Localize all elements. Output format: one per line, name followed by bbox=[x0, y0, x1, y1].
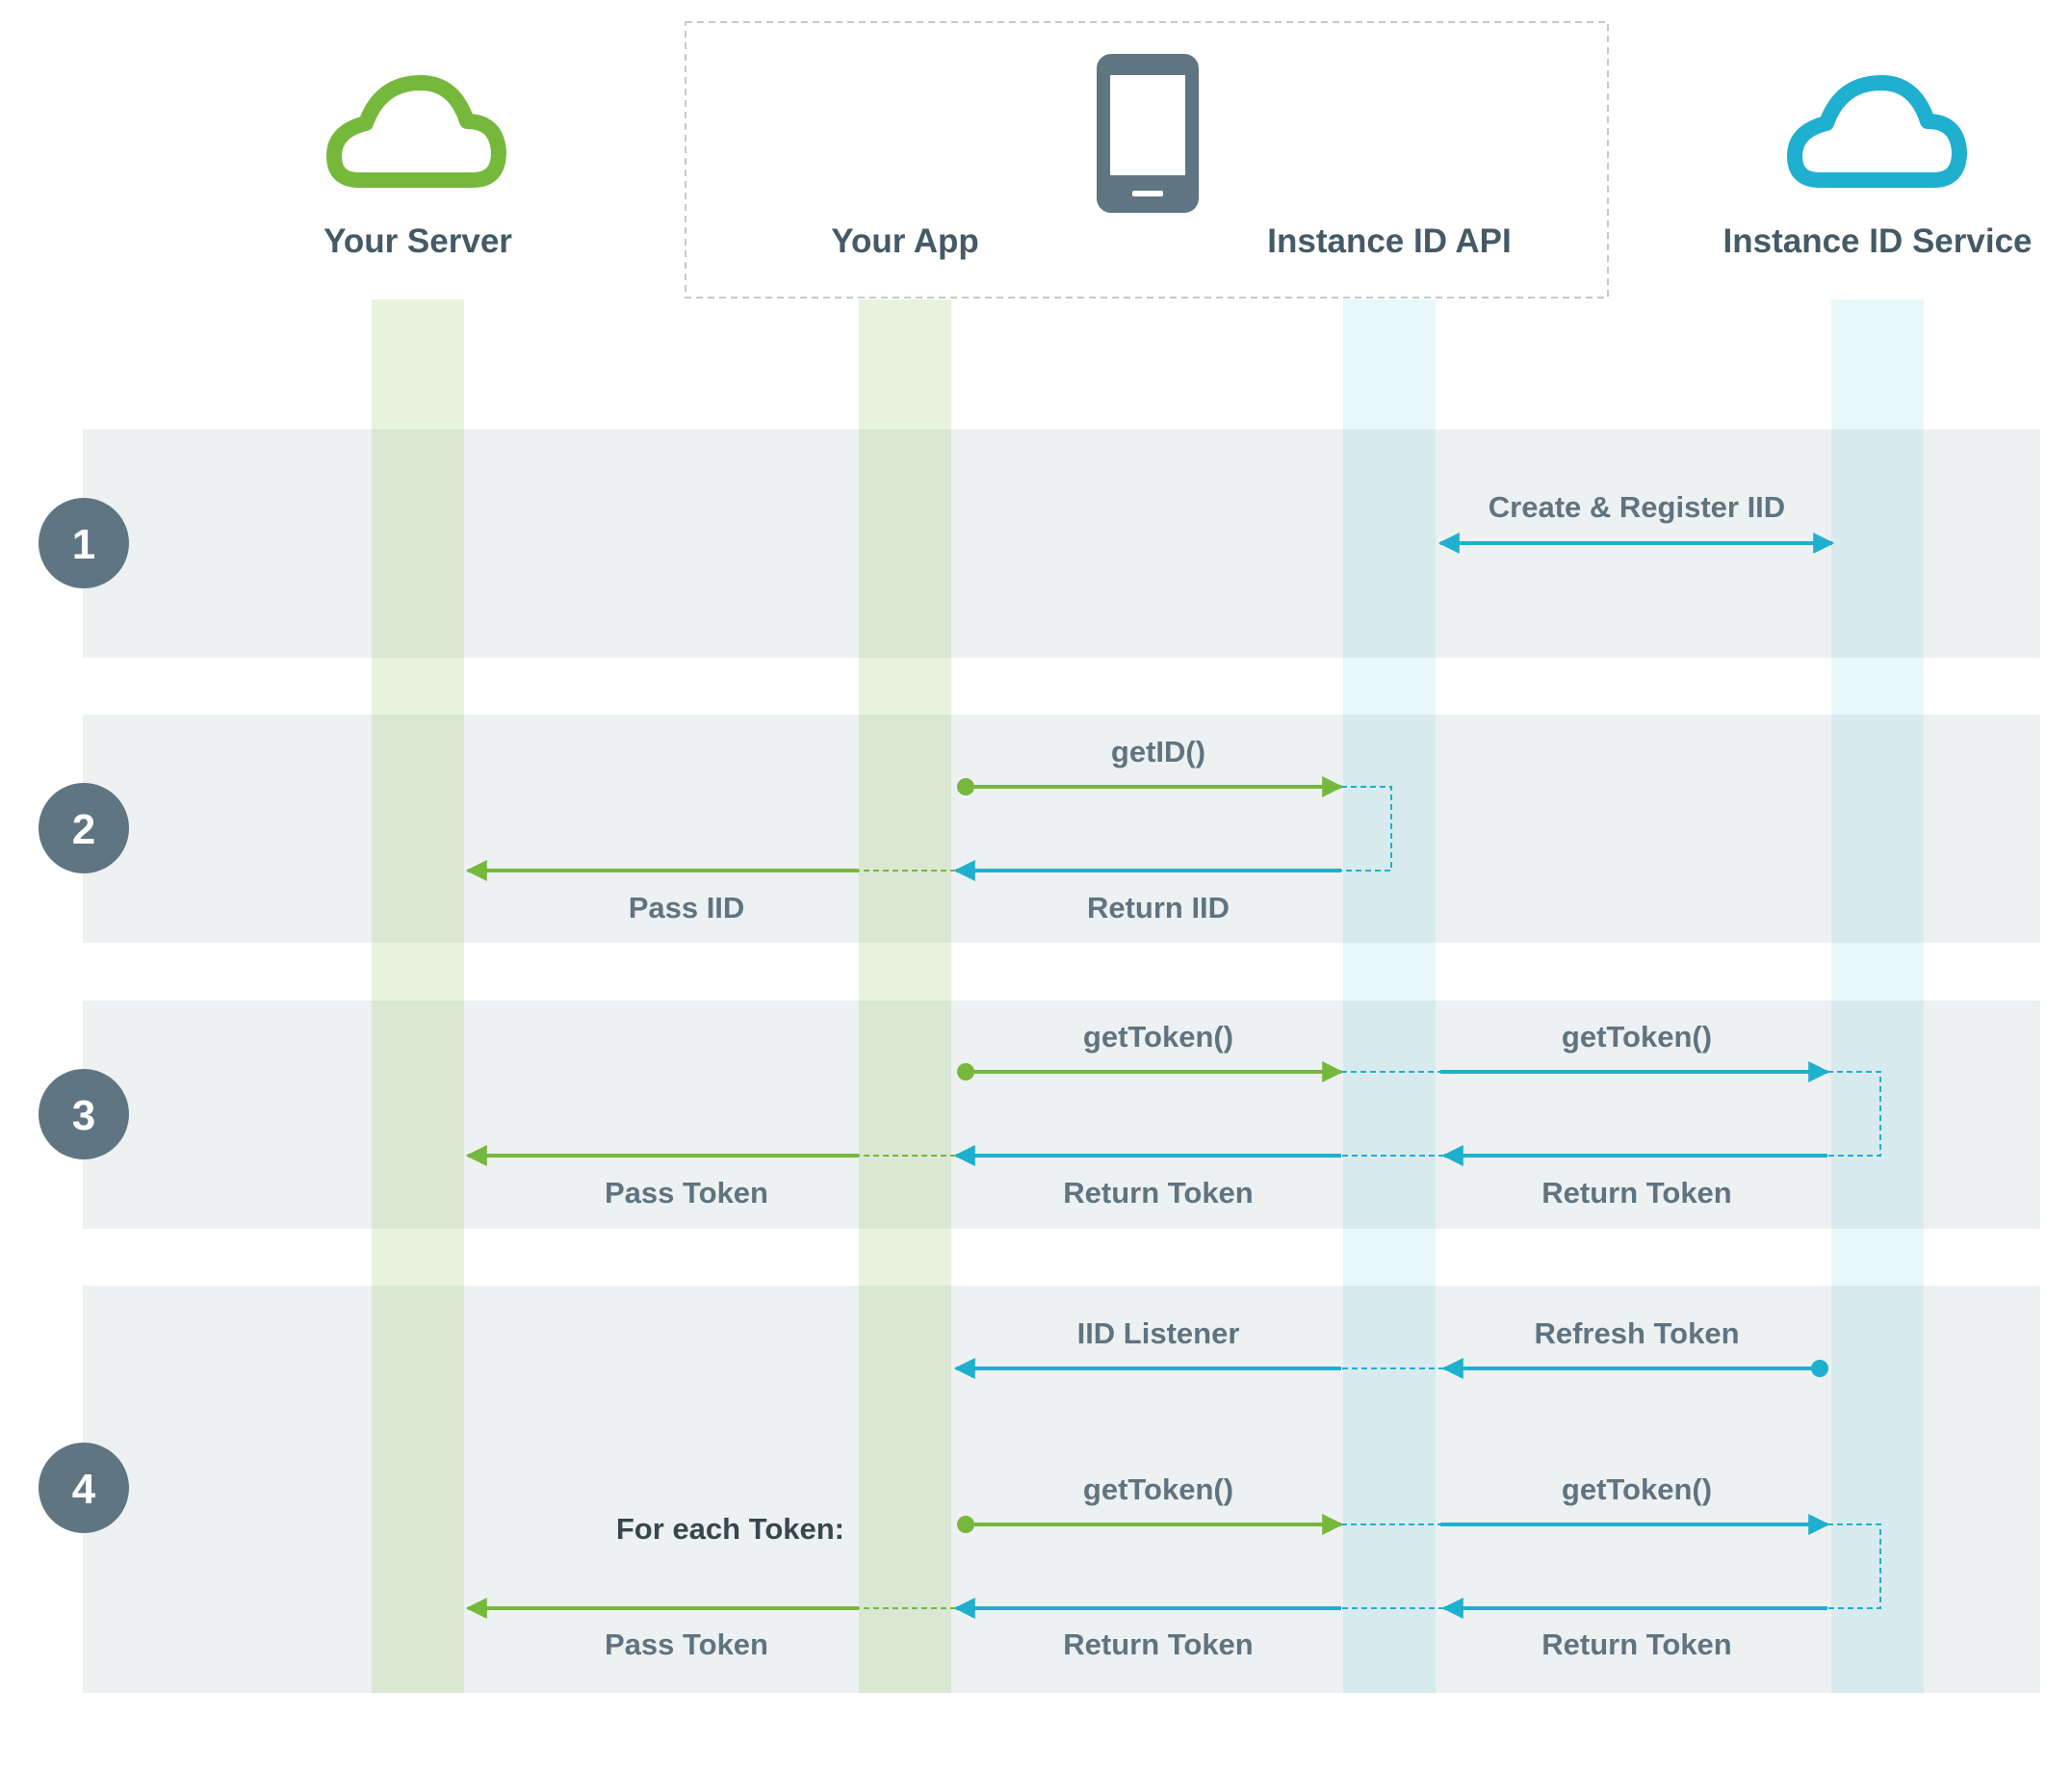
message-label: Pass Token bbox=[605, 1627, 768, 1661]
message-label: getToken() bbox=[1562, 1020, 1712, 1054]
step-circle bbox=[39, 783, 129, 873]
processing-connector bbox=[1341, 786, 1392, 872]
message-label: getToken() bbox=[1562, 1472, 1712, 1506]
step-number: 2 bbox=[72, 806, 95, 853]
step-markers: 1 2 3 4 bbox=[39, 498, 129, 1533]
message-label: getToken() bbox=[1083, 1020, 1233, 1054]
participant-label-api: Instance ID API bbox=[1267, 222, 1512, 260]
step-circle bbox=[39, 498, 129, 588]
message-label: Return IID bbox=[1087, 891, 1230, 924]
step-bands bbox=[83, 429, 2040, 1693]
step-2-messages: getID() Return IID Pass IID bbox=[465, 735, 1392, 924]
phone-icon bbox=[1097, 54, 1199, 213]
message-label: Return Token bbox=[1063, 1627, 1254, 1661]
step-4-band bbox=[83, 1286, 2040, 1693]
lifeline-service bbox=[1831, 299, 1924, 1693]
step-number: 3 bbox=[72, 1092, 95, 1139]
message-label: Return Token bbox=[1541, 1176, 1732, 1210]
lifelines bbox=[372, 299, 1924, 1693]
lifeline-server bbox=[372, 299, 464, 1693]
message-label: Return Token bbox=[1541, 1627, 1732, 1661]
cloud-icon bbox=[326, 75, 506, 188]
message-label: IID Listener bbox=[1077, 1316, 1240, 1350]
message-label: Pass Token bbox=[605, 1176, 768, 1210]
step-3-band bbox=[83, 1001, 2040, 1229]
participant-label-server: Your Server bbox=[324, 222, 512, 260]
device-boundary bbox=[685, 21, 1609, 299]
step-circle bbox=[39, 1443, 129, 1533]
step-3-messages: getToken() getToken() Return Token Retur… bbox=[465, 1020, 1881, 1210]
message-label: Create & Register IID bbox=[1489, 490, 1785, 524]
message-label: Return Token bbox=[1063, 1176, 1254, 1210]
loop-note: For each Token: bbox=[616, 1512, 844, 1546]
step-number: 1 bbox=[72, 521, 95, 568]
step-circle bbox=[39, 1069, 129, 1159]
lifeline-app bbox=[859, 299, 951, 1693]
cloud-icon bbox=[1787, 75, 1967, 188]
step-number: 4 bbox=[72, 1466, 96, 1513]
participant-label-app: Your App bbox=[831, 222, 979, 260]
message-label: getID() bbox=[1111, 735, 1205, 768]
step-1-messages: Create & Register IID bbox=[1437, 490, 1835, 554]
message-label: getToken() bbox=[1083, 1472, 1233, 1506]
message-label: Pass IID bbox=[629, 891, 745, 924]
participant-label-service: Instance ID Service bbox=[1723, 222, 2033, 260]
lifeline-api bbox=[1343, 299, 1436, 1693]
message-label: Refresh Token bbox=[1534, 1316, 1739, 1350]
step-4-messages: Refresh Token IID Listener For each Toke… bbox=[465, 1316, 1881, 1661]
step-2-band bbox=[83, 715, 2040, 943]
